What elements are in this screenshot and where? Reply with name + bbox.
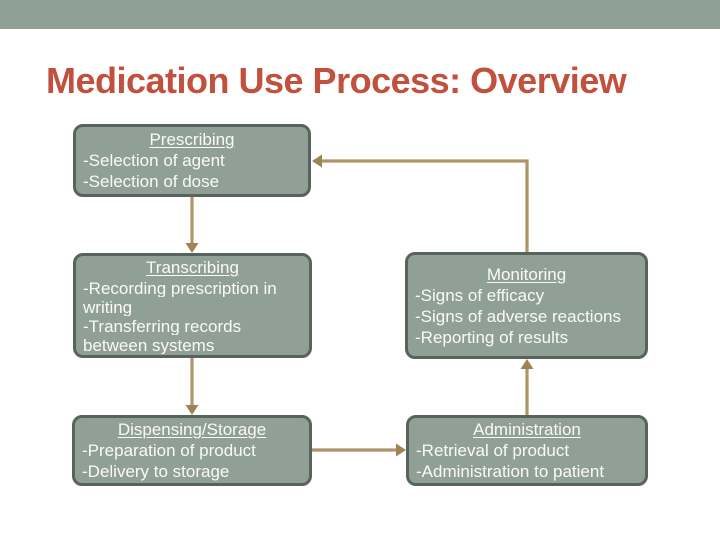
box-line: -Selection of dose [83,172,220,191]
process-box-monitoring: Monitoring -Signs of efficacy -Signs of … [405,252,648,359]
arrow-administration-to-monitoring [520,359,534,415]
box-line: -Transferring records [83,317,242,335]
process-box-administration: Administration -Retrieval of product -Ad… [406,415,648,486]
arrow-monitoring-to-prescribing [312,154,529,252]
box-title: Dispensing/Storage [117,420,267,439]
box-line: -Reporting of results [415,327,569,347]
process-box-transcribing: Transcribing -Recording prescription in … [73,253,312,358]
arrow-prescribing-to-transcribing [185,197,199,253]
box-line: -Signs of adverse reactions [415,306,621,326]
box-title: Monitoring [486,264,567,284]
box-line: between systems [83,336,215,354]
slide-top-bar [0,0,720,29]
box-line: -Delivery to storage [82,462,230,481]
box-title: Prescribing [149,130,235,149]
box-line: -Selection of agent [83,151,225,170]
process-box-prescribing: Prescribing -Selection of agent -Selecti… [73,124,311,197]
slide-title: Medication Use Process: Overview [46,60,627,101]
box-line: -Preparation of product [82,441,256,460]
arrow-transcribing-to-dispensing [185,358,199,415]
box-line: -Retrieval of product [416,441,570,460]
box-title: Administration [473,420,581,439]
box-line: -Signs of efficacy [415,285,545,305]
box-line: -Administration to patient [416,462,605,481]
box-line: -Recording prescription in [83,279,277,297]
process-box-dispensing-storage: Dispensing/Storage -Preparation of produ… [72,415,312,486]
box-title: Transcribing [146,258,239,277]
arrow-dispensing-to-administration [312,443,406,457]
box-line: writing [83,298,133,316]
